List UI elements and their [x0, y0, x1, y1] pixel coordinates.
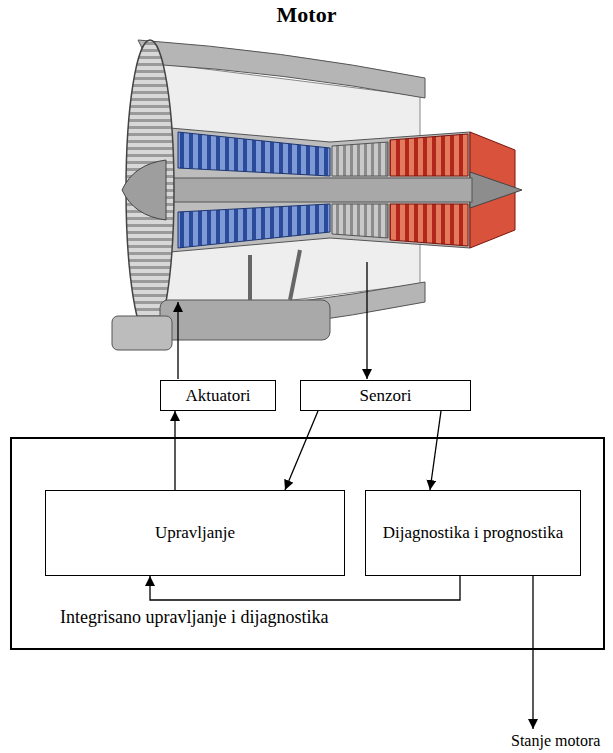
box-label: Upravljanje — [153, 523, 237, 543]
connector-arrow — [430, 411, 441, 490]
connector-arrow — [285, 411, 318, 490]
compressor-lower — [178, 204, 330, 248]
nacelle-upper — [138, 40, 425, 98]
output-label: Stanje motora — [511, 732, 600, 750]
nacelle-lower — [138, 282, 425, 340]
combustor-lower — [332, 204, 388, 238]
group-box: Integrisano upravljanje i dijagnostika Up… — [10, 437, 605, 650]
combustor-upper — [332, 142, 388, 176]
box-label: Aktuatori — [183, 386, 252, 406]
connector-arrow — [174, 411, 175, 490]
engine-drawing — [112, 40, 522, 350]
state-arrow — [532, 576, 533, 729]
box-label: Dijagnostika i prognostika — [381, 523, 565, 543]
box-label: Integrisano upravljanje i dijagnostika — [58, 607, 330, 628]
box-label: Senzori — [358, 386, 414, 406]
pipes — [250, 250, 300, 300]
process-box: Aktuatori — [160, 380, 276, 411]
process-box: Upravljanje — [45, 490, 345, 576]
diagram-title: Motor — [0, 2, 613, 28]
shaft — [160, 178, 472, 202]
compressor-upper — [178, 132, 330, 176]
exhaust-cone — [470, 172, 522, 208]
accessory — [112, 316, 172, 350]
sensor-arrow — [366, 262, 367, 379]
turbine-lower — [390, 204, 468, 246]
process-box: Dijagnostika i prognostika — [365, 490, 581, 576]
process-box: Senzori — [300, 380, 471, 411]
spinner — [122, 160, 166, 220]
turbine-upper — [390, 134, 468, 176]
actuator-arrow — [177, 302, 178, 379]
gearbox — [160, 300, 330, 340]
connector-arrow — [150, 576, 460, 600]
